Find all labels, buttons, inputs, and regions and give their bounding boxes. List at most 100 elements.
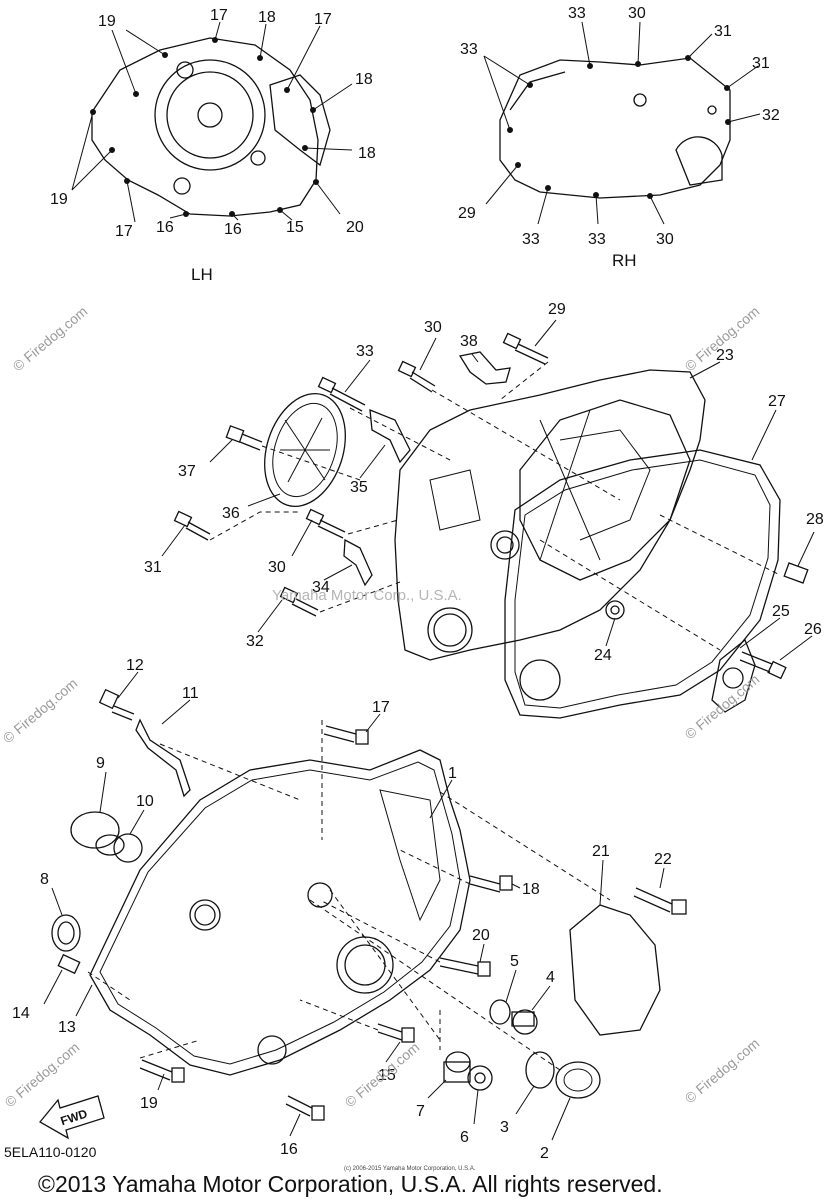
part-label: 17: [372, 699, 390, 716]
part-label: 6: [460, 1129, 469, 1146]
part-label: 31: [714, 23, 732, 40]
part-label: 11: [182, 685, 199, 702]
bracket-34: [343, 538, 373, 587]
part-label: 10: [136, 793, 154, 810]
bolt-16: [285, 1095, 325, 1121]
plug-2: [555, 1061, 601, 1099]
watermark-firedog: © Firedog.com: [682, 671, 763, 742]
bracket-35: [369, 408, 411, 464]
part-label: 17: [314, 11, 332, 28]
bottom-leaders: [43, 671, 665, 1141]
bolt-17b: [323, 725, 369, 745]
part-label: 16: [156, 219, 174, 236]
part-label: 27: [768, 393, 786, 410]
part-label: 37: [178, 463, 196, 480]
part-label: 22: [654, 851, 672, 868]
part-number-labels: 19 17 18 17 18 18 19 17 16 16 15 20 LH 3…: [12, 5, 824, 1162]
part-label: 19: [140, 1095, 158, 1112]
bracket-38: [458, 351, 511, 385]
part-label: 28: [806, 511, 824, 528]
part-label: 21: [592, 843, 610, 860]
bolt-32: [279, 586, 319, 617]
o-ring-10: [113, 833, 143, 863]
part-label: 18: [355, 71, 373, 88]
watermark-firedog: © Firedog.com: [0, 675, 80, 746]
bolt-33: [317, 376, 366, 412]
o-ring-3: [525, 1051, 555, 1089]
bolt-19: [139, 1059, 185, 1083]
part-label: 16: [224, 221, 242, 238]
middle-bolts: [173, 332, 809, 713]
part-label: 31: [144, 559, 162, 576]
watermark-firedog: © Firedog.com: [342, 1039, 423, 1110]
middle-leaders: [161, 319, 815, 661]
part-label: 33: [568, 5, 586, 22]
part-label: 23: [716, 347, 734, 364]
collar-7: [443, 1051, 471, 1083]
part-label: 12: [126, 657, 144, 674]
part-label: 1: [448, 765, 457, 782]
collar-6: [467, 1065, 493, 1091]
part-label: 9: [96, 755, 105, 772]
part-label: 15: [286, 219, 304, 236]
part-label: 31: [752, 55, 770, 72]
bottom-parts: [39, 688, 687, 1140]
bolt-28: [783, 562, 809, 584]
lh-crankcase-cover: [89, 718, 661, 1076]
watermark-firedog: © Firedog.com: [2, 1039, 83, 1110]
fwd-arrow: [39, 1095, 105, 1140]
part-label: 7: [416, 1103, 425, 1120]
part-label: 20: [472, 927, 490, 944]
part-label: 24: [594, 647, 612, 664]
part-label: 30: [628, 5, 646, 22]
part-label: 18: [522, 881, 540, 898]
part-label: 2: [540, 1145, 549, 1162]
watermark-firedog: © Firedog.com: [682, 1035, 763, 1106]
o-ring-5: [489, 999, 511, 1025]
part-label: 14: [12, 1005, 30, 1022]
part-label: 8: [40, 871, 49, 888]
part-label: 32: [762, 107, 780, 124]
cover-25: [711, 638, 756, 713]
part-label: 38: [460, 333, 478, 350]
part-label: 18: [358, 145, 376, 162]
lh-side-label: LH: [191, 265, 213, 284]
part-label: 33: [588, 231, 606, 248]
rh-cover-gasket: [504, 449, 781, 719]
dowel-14: [57, 953, 81, 975]
bolt-29: [502, 332, 549, 365]
bolt-30: [397, 360, 436, 393]
part-label: 3: [500, 1119, 509, 1136]
part-label: 15: [378, 1067, 396, 1084]
part-label: 25: [772, 603, 790, 620]
plug-8: [51, 914, 81, 952]
part-label: 33: [522, 231, 540, 248]
part-label: 19: [50, 191, 68, 208]
part-label: 17: [115, 223, 133, 240]
part-label: 16: [280, 1141, 298, 1158]
part-label: 32: [246, 633, 264, 650]
part-label: 30: [268, 559, 286, 576]
bolt-15: [377, 1023, 415, 1043]
bolt-37: [225, 425, 263, 451]
part-label: 34: [312, 579, 330, 596]
part-label: 20: [346, 219, 364, 236]
part-label: 33: [356, 343, 374, 360]
fwd-label: FWD: [59, 1106, 90, 1128]
rh-side-label: RH: [612, 251, 637, 270]
rh-crankcase-cover: [394, 369, 706, 661]
oil-cap-9: [70, 811, 125, 856]
bolt-20: [439, 957, 491, 977]
part-label: 29: [458, 205, 476, 222]
part-label: 17: [210, 7, 228, 24]
part-label: 29: [548, 301, 566, 318]
part-label: 30: [656, 231, 674, 248]
bolt-12: [98, 688, 135, 721]
cover-21: [569, 904, 661, 1036]
part-label: 36: [222, 505, 240, 522]
part-label: 19: [98, 13, 116, 30]
copyright-notice: ©2013 Yamaha Motor Corporation, U.S.A. A…: [38, 1171, 663, 1197]
part-label: 30: [424, 319, 442, 336]
part-label: 35: [350, 479, 368, 496]
